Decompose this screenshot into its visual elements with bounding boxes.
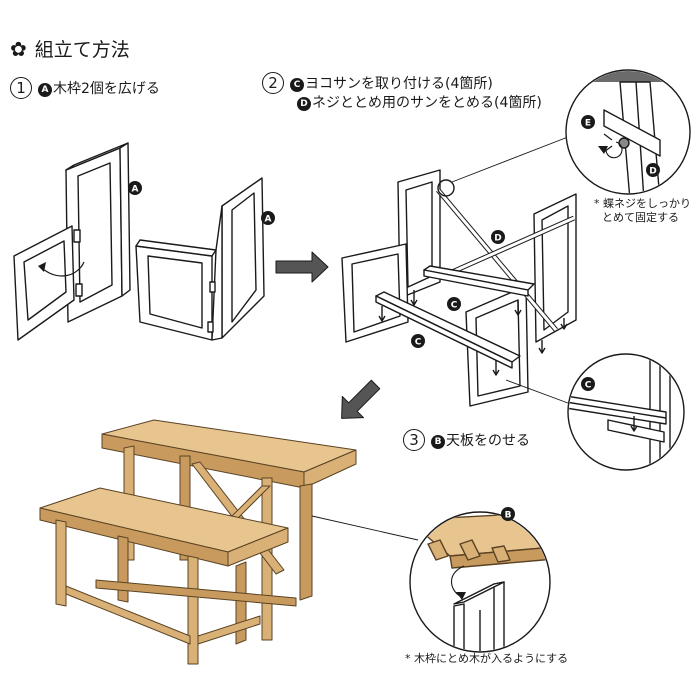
arrow-right-icon: [275, 251, 329, 283]
frame-a-right: [135, 177, 265, 341]
arrow-down-left-icon: [341, 379, 381, 419]
step2-line1-text: ヨコサンを取り付ける(4箇所): [305, 76, 493, 92]
badge-c: C: [290, 78, 304, 92]
badge-b: B: [431, 435, 445, 449]
step2-frame-assembly: [341, 129, 587, 407]
butterfly-screw-detail: E D: [565, 69, 691, 195]
page-title: ✿ 組立て方法: [10, 38, 130, 61]
svg-text:A: A: [265, 215, 272, 225]
butterfly-note-line2: とめて固定する: [602, 211, 679, 224]
page-title-text: 組立て方法: [34, 39, 130, 61]
finished-bench: [39, 419, 357, 665]
step2-line2-text: ネジととめ用のサンをとめる(4箇所): [312, 95, 542, 111]
badge-a-left: A: [128, 181, 142, 195]
badge-d-step2: D: [491, 230, 505, 244]
frame-a-left: [13, 142, 131, 341]
step1-number: 1: [10, 77, 32, 99]
rail-detail: C: [505, 353, 685, 471]
badge-d: D: [297, 97, 311, 111]
butterfly-note-line1: * 蝶ネジをしっかり: [594, 197, 691, 210]
badge-c-step2-left: C: [411, 334, 425, 348]
step2-number: 2: [262, 72, 284, 94]
svg-text:D: D: [649, 167, 656, 177]
svg-text:C: C: [585, 381, 592, 391]
step3-text: 天板をのせる: [446, 433, 530, 449]
step3-number: 3: [403, 429, 425, 451]
badge-a-right: A: [261, 211, 275, 225]
badge-a: A: [38, 83, 52, 97]
svg-text:D: D: [494, 234, 501, 244]
svg-text:B: B: [505, 511, 512, 521]
svg-text:A: A: [132, 185, 139, 195]
svg-text:C: C: [415, 338, 422, 348]
flower-icon: ✿: [10, 37, 27, 61]
tabletop-detail: B: [311, 507, 551, 653]
badge-c-step2-middle: C: [447, 297, 461, 311]
svg-text:E: E: [585, 119, 591, 129]
bottom-note: * 木枠にとめ木が入るようにする: [405, 652, 569, 665]
svg-text:C: C: [451, 301, 458, 311]
step1-text: 木枠2個を広げる: [53, 81, 160, 97]
